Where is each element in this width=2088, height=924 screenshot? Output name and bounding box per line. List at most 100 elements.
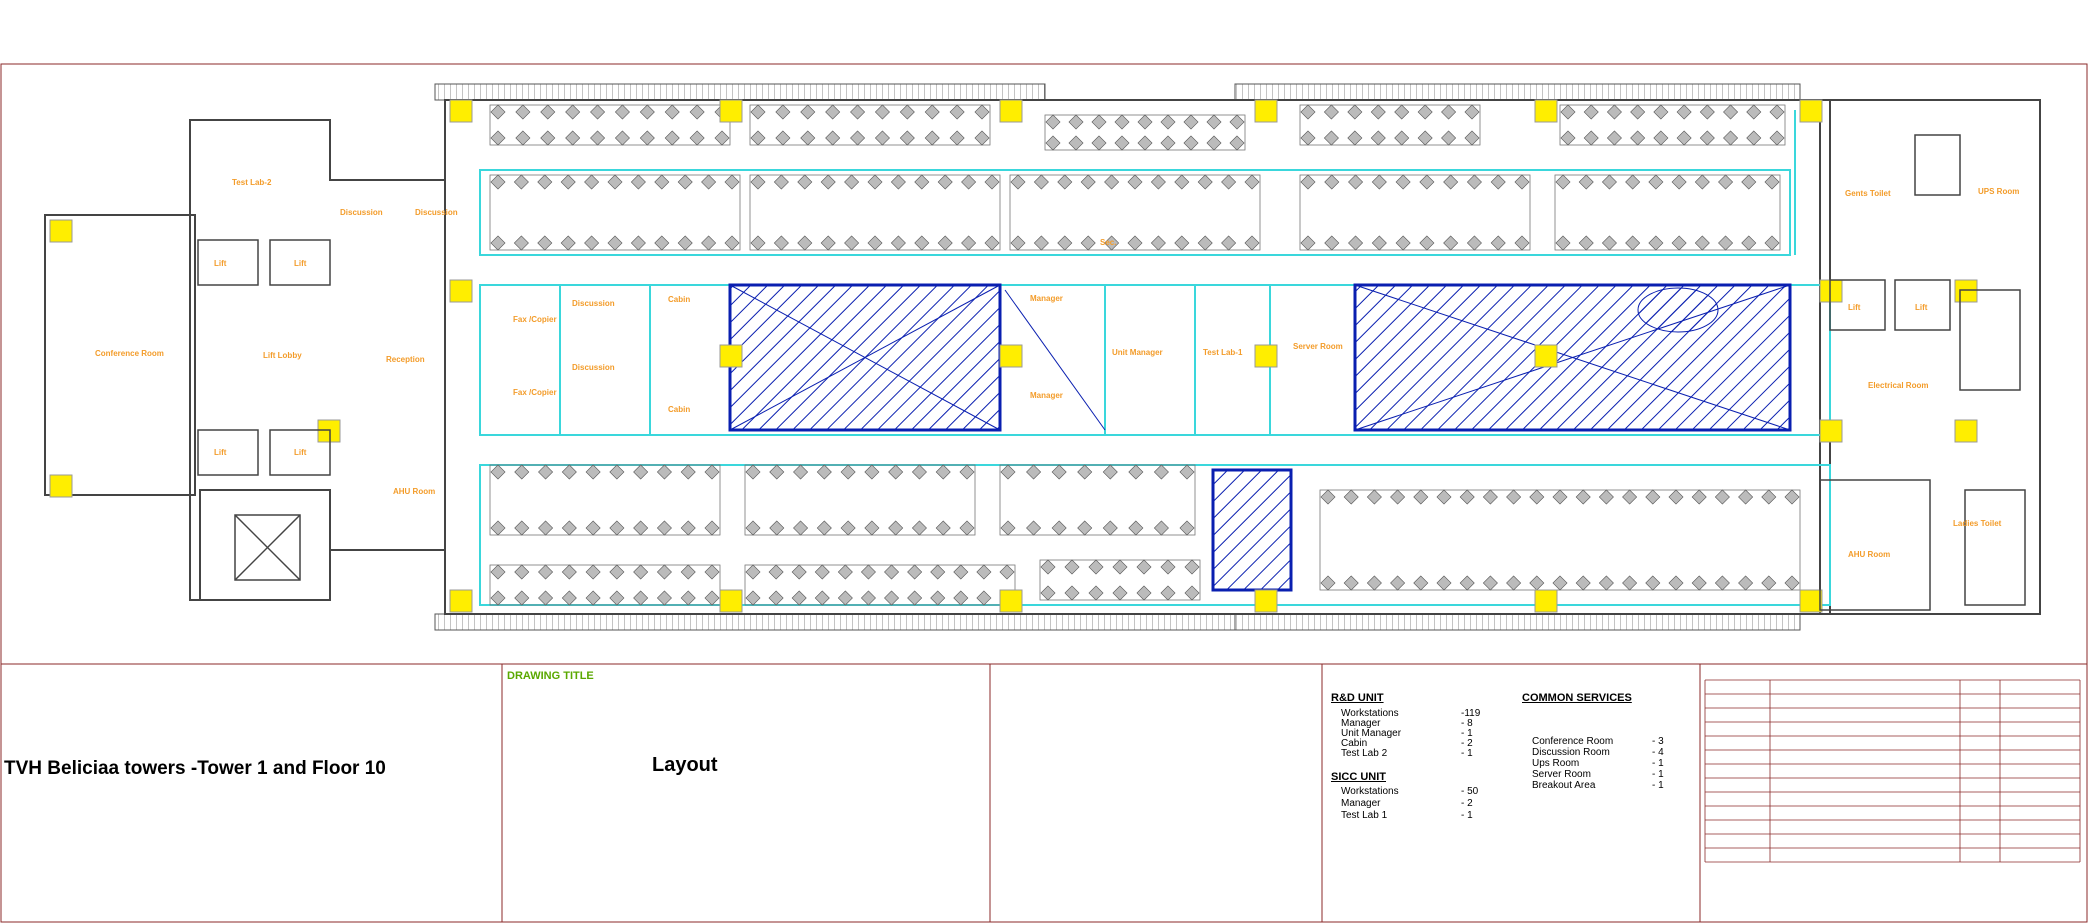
chair (490, 174, 506, 190)
schedule-row-value: - 4 (1652, 747, 1664, 758)
chair (1128, 464, 1144, 480)
chair (561, 590, 577, 606)
schedule-row-label: Unit Manager (1341, 728, 1402, 739)
schedule-row-label: Workstations (1341, 786, 1399, 797)
chair (911, 464, 927, 480)
chair (513, 235, 529, 251)
workstation-cluster (999, 464, 1196, 536)
chair (1459, 489, 1475, 505)
label-gents-toilet: Gents Toilet (1845, 189, 1891, 198)
chair (607, 174, 623, 190)
chair (837, 564, 853, 580)
label-cabin-2: Cabin (668, 405, 690, 414)
chair (1160, 135, 1176, 151)
chair (745, 590, 761, 606)
chair (1366, 489, 1382, 505)
chair (724, 174, 740, 190)
chair (1244, 174, 1260, 190)
label-lift-2: Lift (294, 259, 307, 268)
chair (825, 104, 841, 120)
chair (1575, 489, 1591, 505)
chair (584, 235, 600, 251)
label-discussion-3: Discussion (572, 299, 615, 308)
schedule-row: Workstations-119 (1341, 708, 1521, 719)
chair (1040, 585, 1056, 601)
label-ups-room: UPS Room (1978, 187, 2019, 196)
chair (775, 104, 791, 120)
chair (590, 130, 606, 146)
chair (1413, 489, 1429, 505)
chair (768, 564, 784, 580)
chair (1441, 104, 1457, 120)
schedule-row: Unit Manager- 1 (1341, 728, 1521, 739)
sheet-border (0, 63, 2088, 923)
chair (1080, 235, 1096, 251)
chair (490, 130, 506, 146)
chair (935, 520, 951, 536)
chair (680, 520, 696, 536)
chair (1000, 464, 1016, 480)
chair (1174, 174, 1190, 190)
chair (1699, 104, 1715, 120)
chair (1676, 130, 1692, 146)
workstation-cluster (489, 104, 731, 146)
chair (791, 564, 807, 580)
chair (1300, 104, 1316, 120)
schedule-row: Ups Room- 1 (1532, 758, 1712, 769)
schedule-row-label: Breakout Area (1532, 780, 1596, 791)
chair (1128, 520, 1144, 536)
chair (614, 130, 630, 146)
chair (1622, 489, 1638, 505)
chair (773, 235, 789, 251)
chair (1764, 174, 1780, 190)
chair (890, 235, 906, 251)
chair (1769, 130, 1785, 146)
chair (1347, 130, 1363, 146)
chair (609, 590, 625, 606)
chair (793, 520, 809, 536)
workstation-clusters (489, 104, 1801, 606)
column (719, 344, 743, 368)
rd-unit-heading: R&D UNIT (1331, 692, 1384, 704)
chair (867, 174, 883, 190)
chair (1714, 489, 1730, 505)
schedule-row-label: Discussion Room (1532, 747, 1610, 758)
chair (1040, 559, 1056, 575)
chair (1183, 114, 1199, 130)
chair (899, 104, 915, 120)
schedule-row-value: - 1 (1461, 748, 1473, 759)
chair (609, 564, 625, 580)
chair (614, 104, 630, 120)
column (449, 589, 473, 613)
chair (1033, 174, 1049, 190)
column (449, 279, 473, 303)
chair (775, 130, 791, 146)
chair (907, 590, 923, 606)
chair (1068, 135, 1084, 151)
chair (961, 174, 977, 190)
chair (1077, 464, 1093, 480)
chair (1671, 235, 1687, 251)
schedule-row: Cabin- 2 (1341, 738, 1521, 749)
chair (561, 520, 577, 536)
chair (1136, 559, 1152, 575)
chair (1371, 174, 1387, 190)
column (1819, 279, 1843, 303)
chair (630, 235, 646, 251)
label-electrical-room: Electrical Room (1868, 381, 1928, 390)
chair (1464, 130, 1480, 146)
chair (1150, 174, 1166, 190)
chair (1179, 464, 1195, 480)
chair (490, 464, 506, 480)
title-block-frame (1, 663, 2087, 922)
chair (769, 464, 785, 480)
chair (1137, 114, 1153, 130)
chair (585, 590, 601, 606)
chair (1026, 464, 1042, 480)
schedule-row: Test Lab 2- 1 (1341, 748, 1521, 759)
chair (984, 235, 1000, 251)
chair (560, 174, 576, 190)
schedule-row-label: Cabin (1341, 738, 1368, 749)
chair (1150, 235, 1166, 251)
